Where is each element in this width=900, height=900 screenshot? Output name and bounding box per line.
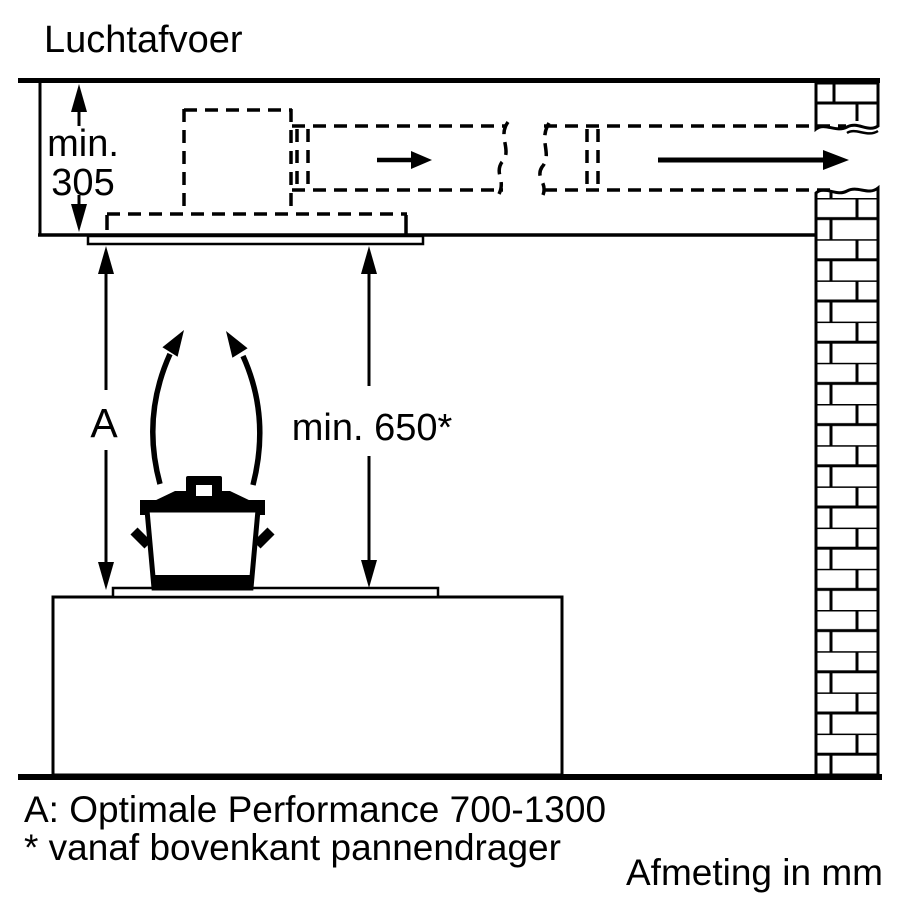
arrowhead-up-icon: [98, 246, 114, 274]
legend-units: Afmeting in mm: [626, 852, 883, 893]
hood-unit: [86, 108, 425, 246]
cooktop-plate: [111, 586, 440, 599]
arrowhead-down-icon: [361, 560, 377, 588]
brick-wall-lower-pattern: [816, 188, 878, 775]
diagram-title: Luchtafvoer: [44, 19, 243, 61]
brick-wall-lower: [814, 186, 880, 777]
duct-break-symbol: [497, 120, 510, 195]
hood-visible-panel: [86, 234, 425, 246]
dimension-soffit-label-line1: min.: [47, 123, 119, 165]
arrowhead-up-icon: [361, 246, 377, 274]
pot-handle-right: [253, 527, 275, 549]
torn-edge-line: [846, 129, 879, 135]
arrowhead-down-icon: [71, 204, 87, 232]
steam-arrows: [150, 330, 263, 486]
steam-arrow-right-icon: [226, 331, 263, 486]
pot-base: [153, 575, 252, 588]
pot-rim-tab: [140, 500, 149, 515]
arrowhead-down-icon: [98, 562, 114, 590]
ceiling-line: [18, 78, 880, 83]
dimension-hood-height: A: [90, 246, 118, 590]
counter-outline: [51, 595, 564, 777]
pot-knob-inner: [196, 485, 212, 496]
airflow-arrow-short-icon: [377, 151, 432, 169]
dimension-clearance: min. 650*: [292, 246, 453, 588]
cooking-pot-icon: [130, 476, 275, 591]
dimension-soffit-label-line2: 305: [51, 162, 114, 204]
dimension-a-label: A: [90, 400, 118, 446]
dimension-soffit-depth: min. 305: [47, 84, 119, 232]
arrowhead-up-icon: [71, 84, 87, 112]
steam-arrow-left-icon: [150, 330, 184, 485]
duct-run: [292, 120, 849, 196]
brick-wall-upper-outline: [814, 81, 880, 133]
legend-footnote: * vanaf bovenkant pannendrager: [24, 827, 561, 868]
duct-break-symbol: [538, 122, 551, 196]
pot-rim: [140, 500, 265, 512]
floor-line: [18, 774, 882, 780]
dimension-clearance-label: min. 650*: [292, 407, 453, 449]
pot-rim-tab: [256, 500, 265, 515]
counter-cabinet: [51, 586, 564, 777]
ceiling-structure: [18, 78, 880, 237]
legend-performance: A: Optimale Performance 700-1300: [24, 789, 606, 830]
brick-wall-upper: [814, 81, 880, 135]
airflow-arrow-long-icon: [658, 150, 849, 170]
pot-handle-left: [130, 527, 152, 549]
